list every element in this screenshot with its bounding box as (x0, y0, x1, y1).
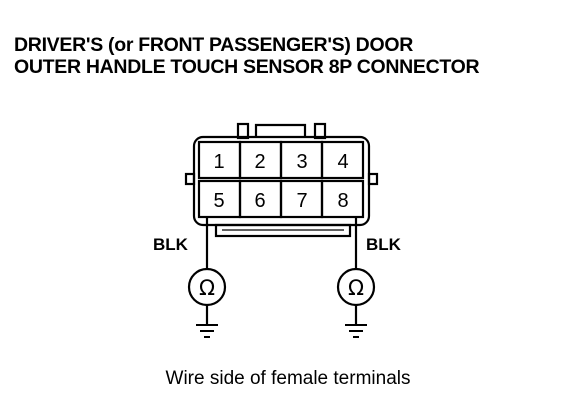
diagram-caption: Wire side of female terminals (165, 368, 411, 389)
connector-top-tab (254, 123, 307, 138)
pin-number-6: 6 (254, 190, 265, 212)
pin-number-3: 3 (296, 151, 307, 173)
connector-side-latch-right (367, 172, 379, 186)
pin-number-5: 5 (213, 190, 224, 212)
pin-number-4: 4 (337, 151, 348, 173)
pin-number-8: 8 (337, 190, 348, 212)
diagram-title-line-1: DRIVER'S (or FRONT PASSENGER'S) DOOR (14, 34, 413, 56)
connector-side-latch-left (184, 172, 196, 186)
pin-number-7: 7 (296, 190, 307, 212)
connector-bottom-rail (214, 223, 352, 238)
pin-number-2: 2 (254, 151, 265, 173)
wire-label-right: BLK (366, 235, 402, 254)
wire-label-left: BLK (153, 235, 189, 254)
pin-cell-4 (320, 140, 365, 180)
diagram-title-line-2: OUTER HANDLE TOUCH SENSOR 8P CONNECTOR (14, 56, 480, 78)
ohm-symbol-right: Ω (348, 276, 364, 300)
pin-cell-8 (320, 179, 365, 219)
ground-symbol-left (196, 324, 218, 338)
ohm-symbol-left: Ω (199, 276, 215, 300)
ground-symbol-right (345, 324, 367, 338)
pin-number-1: 1 (213, 151, 224, 173)
